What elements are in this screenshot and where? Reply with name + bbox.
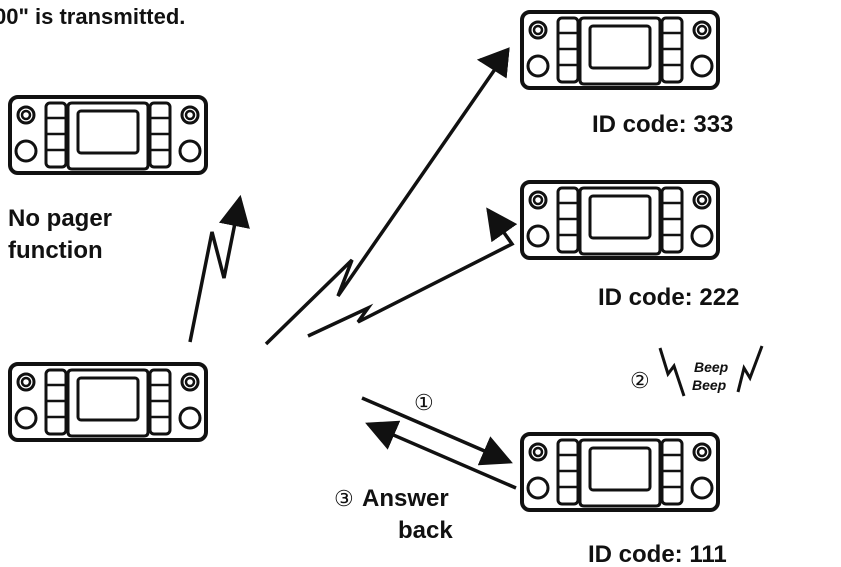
- signal-to-id-222: [307, 207, 518, 338]
- step1-marker: ①: [414, 390, 434, 415]
- beep-text-line2: Beep: [692, 377, 727, 393]
- beep-text-line1: Beep: [694, 359, 729, 375]
- radio-unit-id-111: [520, 432, 720, 512]
- label-id-333: ID code: 333: [592, 111, 733, 138]
- signal-to-no-pager: [188, 194, 250, 343]
- label-no-pager-line2: function: [8, 237, 103, 264]
- arrow-step3: [365, 420, 517, 490]
- beep-zigzag-left: [658, 347, 686, 397]
- step3-marker: ③: [334, 486, 354, 511]
- beep-zigzag-right: [736, 345, 764, 393]
- radio-unit-id-222: [520, 180, 720, 260]
- label-id-111: ID code: 111: [588, 541, 727, 567]
- radio-unit-id-333: [520, 10, 720, 90]
- signal-to-id-333: [264, 47, 510, 346]
- radio-unit-caller: [8, 362, 208, 442]
- header-text: 00" is transmitted.: [0, 4, 185, 29]
- arrow-step1: [361, 396, 513, 466]
- answer-back-line1: Answer: [362, 485, 449, 512]
- radio-unit-no-pager: [8, 95, 208, 175]
- label-id-222: ID code: 222: [598, 284, 739, 311]
- answer-back-line2: back: [398, 517, 453, 544]
- label-no-pager-line1: No pager: [8, 205, 112, 232]
- step2-marker: ②: [630, 368, 650, 393]
